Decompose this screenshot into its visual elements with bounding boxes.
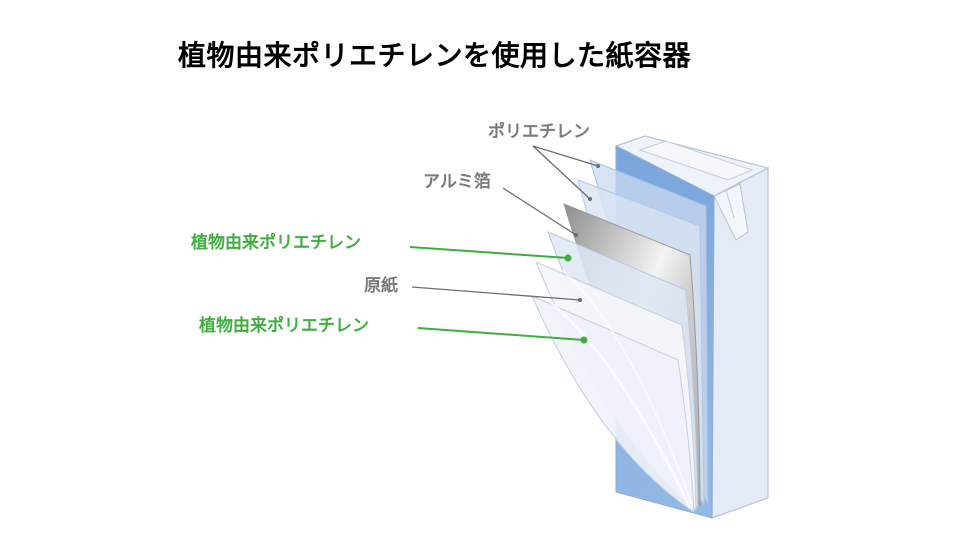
label-base-paper: 原紙 (364, 276, 398, 296)
carton-top-seal (638, 140, 754, 181)
page-title: 植物由来ポリエチレンを使用した紙容器 (178, 39, 692, 72)
label-plant-pe-top: 植物由来ポリエチレン (191, 233, 361, 253)
label-polyethylene: ポリエチレン (488, 122, 590, 142)
material-layers (531, 159, 709, 513)
leader-lines (409, 145, 600, 344)
label-aluminum-foil: アルミ箔 (423, 172, 491, 192)
carton-gusset (713, 183, 749, 241)
label-plant-pe-bottom: 植物由来ポリエチレン (199, 316, 369, 336)
